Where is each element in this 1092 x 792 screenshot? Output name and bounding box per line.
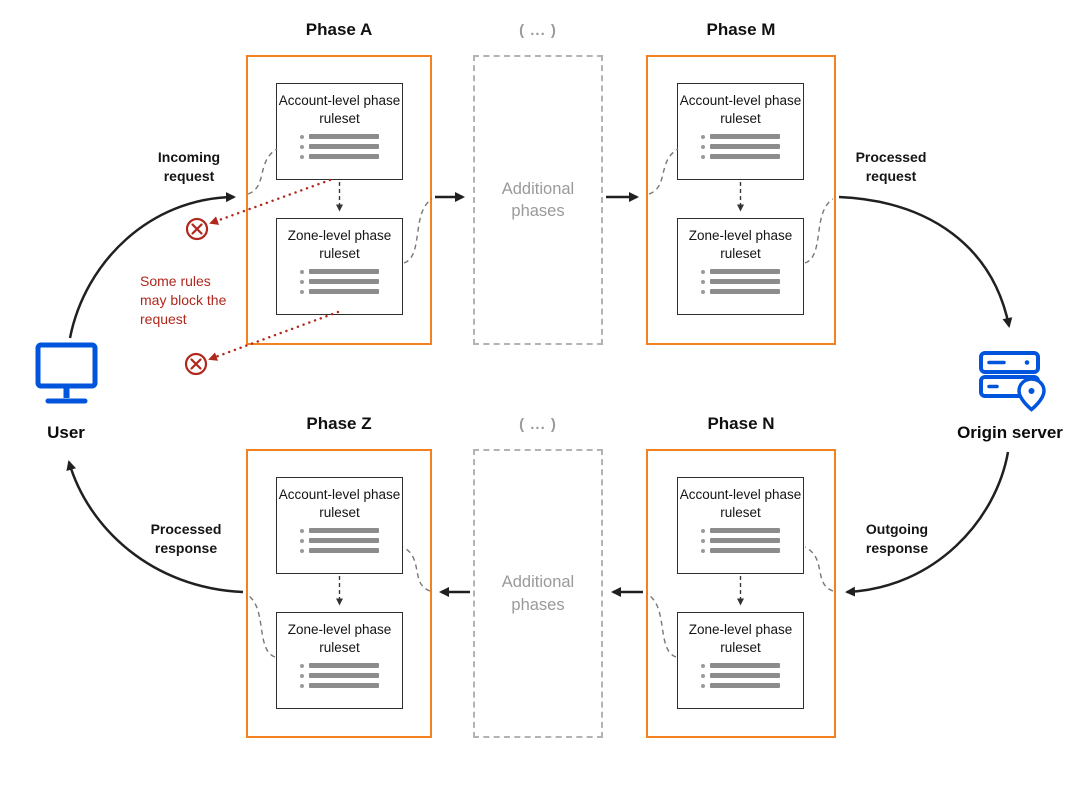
processed-request-label: Processed request: [855, 149, 927, 184]
additional-phases-top-box: Additional phases: [473, 55, 603, 345]
additional-phases-top-text: Additional phases: [501, 179, 575, 220]
ruleset-label: Zone-level phase ruleset: [287, 622, 392, 655]
additional-phases-bottom-box: Additional phases: [473, 449, 603, 738]
phase-n-zone-ruleset-card: Zone-level phase ruleset: [677, 612, 804, 709]
ruleset-lines-icon: [300, 134, 379, 160]
origin-server-icon: [979, 351, 1046, 412]
phase-m-title: Phase M: [706, 20, 776, 39]
phase-a-title: Phase A: [305, 20, 373, 39]
phase-n-account-ruleset-card: Account-level phase ruleset: [677, 477, 804, 574]
phase-a-account-ruleset-card: Account-level phase ruleset: [276, 83, 403, 180]
ruleset-label: Account-level phase ruleset: [679, 93, 802, 126]
ruleset-label: Account-level phase ruleset: [278, 487, 401, 520]
ruleset-lines-icon: [300, 269, 379, 295]
origin-server-label: Origin server: [957, 423, 1063, 442]
additional-phases-bottom-title: ( ... ): [519, 416, 557, 433]
ruleset-lines-icon: [300, 663, 379, 689]
blocked-request-icon: [185, 217, 209, 241]
block-note: Some rules may block the request: [140, 273, 227, 327]
ruleset-lines-icon: [300, 528, 379, 554]
phase-m-zone-ruleset-card: Zone-level phase ruleset: [677, 218, 804, 315]
phase-z-title: Phase Z: [306, 414, 372, 433]
blocked-request-icon: [184, 352, 208, 376]
ruleset-label: Account-level phase ruleset: [679, 487, 802, 520]
additional-phases-top-title: ( ... ): [519, 22, 557, 39]
ruleset-lines-icon: [701, 528, 780, 554]
additional-phases-bottom-text: Additional phases: [501, 573, 575, 614]
ruleset-lines-icon: [701, 663, 780, 689]
incoming-request-label: Incoming request: [157, 149, 221, 184]
user-icon: [35, 342, 98, 404]
ruleset-label: Zone-level phase ruleset: [688, 622, 793, 655]
phase-z-account-ruleset-card: Account-level phase ruleset: [276, 477, 403, 574]
phase-m-account-ruleset-card: Account-level phase ruleset: [677, 83, 804, 180]
ruleset-label: Zone-level phase ruleset: [287, 228, 392, 261]
arrow-processed-request: [838, 195, 1013, 328]
phase-n-title: Phase N: [707, 414, 775, 433]
processed-response-label: Processed response: [150, 521, 222, 556]
phase-a-zone-ruleset-card: Zone-level phase ruleset: [276, 218, 403, 315]
location-pin-icon: [1017, 377, 1046, 412]
outgoing-response-label: Outgoing response: [865, 521, 929, 556]
phase-z-zone-ruleset-card: Zone-level phase ruleset: [276, 612, 403, 709]
ruleset-label: Zone-level phase ruleset: [688, 228, 793, 261]
ruleset-lines-icon: [701, 134, 780, 160]
ruleset-label: Account-level phase ruleset: [278, 93, 401, 126]
ruleset-lines-icon: [701, 269, 780, 295]
user-label: User: [47, 423, 85, 442]
